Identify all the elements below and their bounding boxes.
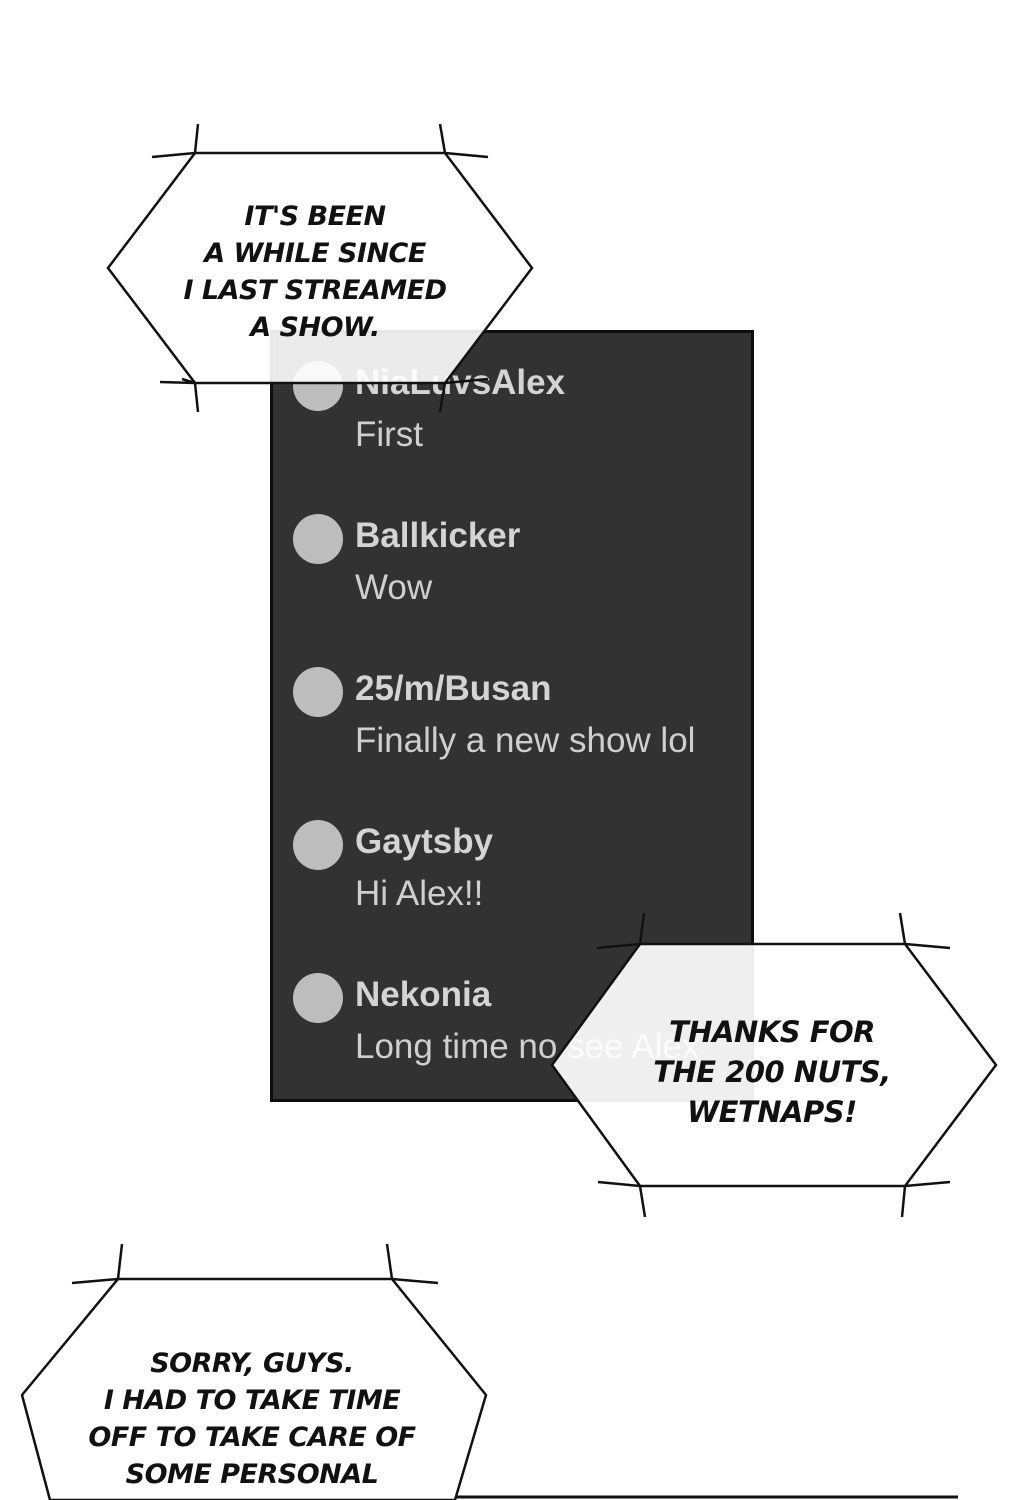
chat-username: Gaytsby [355, 822, 494, 861]
bubble-line: THANKS FOR [668, 1015, 876, 1049]
bubble-line: OFF TO TAKE CARE OF [88, 1422, 416, 1453]
chat-message: 25/m/Busan Finally a new show lol [293, 639, 743, 760]
chat-message-text: Wow [355, 568, 433, 607]
bubble-line: IT'S BEEN [244, 201, 386, 232]
bubble-line: THE 200 NUTS, [653, 1055, 891, 1089]
chat-message: Ballkicker Wow [293, 486, 743, 607]
speech-bubble-right-text: THANKS FOR THE 200 NUTS, WETNAPS! [622, 1012, 922, 1132]
user-avatar-icon [293, 820, 343, 870]
bubble-line: SOME PERSONAL [125, 1459, 379, 1490]
chat-username: Nekonia [355, 975, 492, 1014]
speech-bubble-right-shape [550, 912, 998, 1218]
chat-username: Ballkicker [355, 516, 521, 555]
chat-username: 25/m/Busan [355, 669, 552, 708]
bubble-line: A WHILE SINCE [204, 238, 426, 269]
bubble-line: A SHOW. [250, 312, 380, 343]
chat-message: Gaytsby Hi Alex!! [293, 792, 743, 913]
speech-bubble-top-text: IT'S BEEN A WHILE SINCE I LAST STREAMED … [160, 198, 470, 346]
user-avatar-icon [293, 973, 343, 1023]
chat-message-text: Hi Alex!! [355, 874, 484, 913]
bubble-line: I LAST STREAMED [183, 275, 447, 306]
chat-message-text: First [355, 415, 424, 454]
bubble-line: I HAD TO TAKE TIME [103, 1385, 401, 1416]
bubble-line: WETNAPS! [687, 1095, 857, 1129]
chat-message-text: Finally a new show lol [355, 721, 696, 760]
speech-bubble-top-shape [106, 123, 534, 413]
speech-bubble-bottom-shape [20, 1243, 958, 1500]
speech-bubble-bottom-text: SORRY, GUYS. I HAD TO TAKE TIME OFF TO T… [62, 1345, 442, 1493]
livestream-chat-panel: NiaLuvsAlex First Ballkicker Wow 25/m/Bu… [270, 330, 754, 1102]
user-avatar-icon [293, 667, 343, 717]
user-avatar-icon [293, 514, 343, 564]
bubble-line: SORRY, GUYS. [150, 1348, 354, 1379]
